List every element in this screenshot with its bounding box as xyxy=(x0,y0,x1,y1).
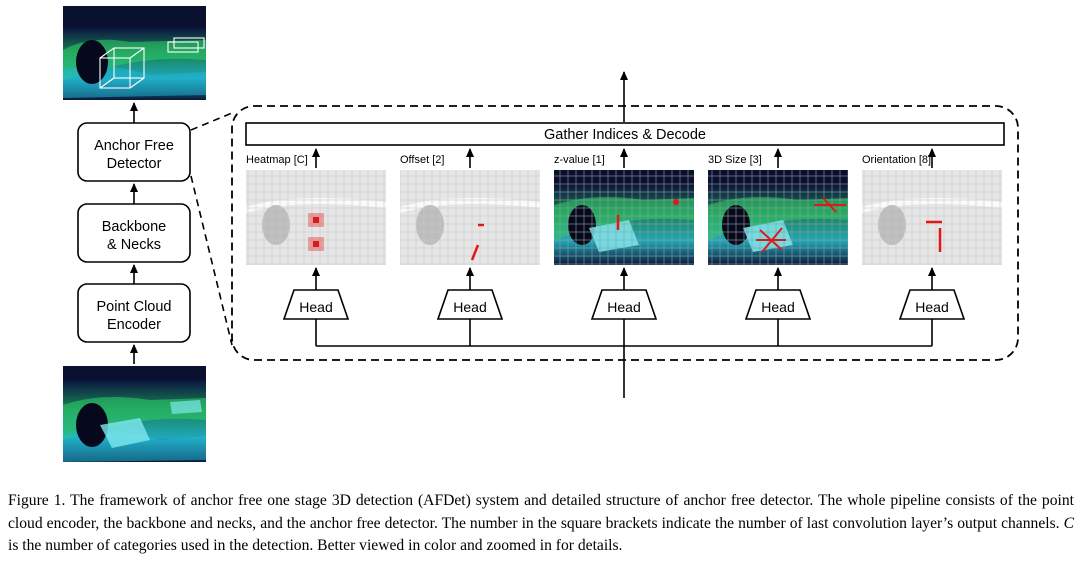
target-marker xyxy=(470,223,484,261)
feature-map-image xyxy=(554,170,694,265)
caption-c-symbol: C xyxy=(1063,514,1074,532)
detector-label-line1: Anchor Free xyxy=(94,138,174,154)
head-title: Offset [2] xyxy=(400,154,444,166)
head-column: Heatmap [C] Head xyxy=(245,148,387,346)
anchor-free-detector-block: Anchor Free Detector xyxy=(77,122,191,182)
head-column: z-value [1] Head xyxy=(554,148,694,346)
head-label: Head xyxy=(607,299,640,315)
point-cloud-encoder-block: Point Cloud Encoder xyxy=(77,283,191,343)
feature-map-image xyxy=(861,170,1003,265)
gather-decode-label: Gather Indices & Decode xyxy=(544,127,706,143)
head-title: 3D Size [3] xyxy=(708,154,762,166)
head-label: Head xyxy=(453,299,486,315)
head-block: Head xyxy=(282,289,350,320)
target-marker xyxy=(926,220,942,252)
caption-text-part2: is the number of categories used in the … xyxy=(8,537,623,554)
head-block: Head xyxy=(590,289,658,320)
input-point-cloud-image xyxy=(63,366,206,462)
figure-caption: Figure 1. The framework of anchor free o… xyxy=(8,490,1074,558)
head-block: Head xyxy=(436,289,504,320)
gather-decode-block: Gather Indices & Decode xyxy=(245,122,1005,146)
head-label: Head xyxy=(761,299,794,315)
head-title: z-value [1] xyxy=(554,154,605,166)
feature-map-image xyxy=(399,170,541,265)
head-column: Orientation [8] Head xyxy=(861,148,1003,346)
head-block: Head xyxy=(744,289,812,320)
backbone-label-line1: Backbone xyxy=(102,219,167,235)
output-point-cloud-image xyxy=(63,6,206,100)
encoder-label-line2: Encoder xyxy=(107,317,161,333)
zoom-connectors xyxy=(190,112,233,346)
head-label: Head xyxy=(915,299,948,315)
target-marker xyxy=(756,197,846,253)
head-title: Orientation [8] xyxy=(862,154,931,166)
encoder-label-line1: Point Cloud xyxy=(97,299,172,315)
target-marker xyxy=(308,213,324,251)
afdet-framework-figure: Point Cloud Encoder Backbone & Necks Anc… xyxy=(63,6,1019,462)
head-block: Head xyxy=(898,289,966,320)
head-column: 3D Size [3] Head xyxy=(708,148,848,346)
feature-bus xyxy=(316,345,932,398)
feature-map-image xyxy=(708,170,848,265)
3d-box-icon xyxy=(99,37,205,89)
feature-map-image xyxy=(245,170,387,265)
backbone-necks-block: Backbone & Necks xyxy=(77,203,191,263)
detector-detail-region xyxy=(231,105,1019,361)
caption-text-part1: Figure 1. The framework of anchor free o… xyxy=(8,492,1074,532)
head-title: Heatmap [C] xyxy=(246,154,308,166)
head-column: Offset [2] Head xyxy=(399,148,541,346)
backbone-label-line2: & Necks xyxy=(107,237,161,253)
head-label: Head xyxy=(299,299,332,315)
target-marker xyxy=(616,199,679,230)
detector-label-line2: Detector xyxy=(107,156,162,172)
